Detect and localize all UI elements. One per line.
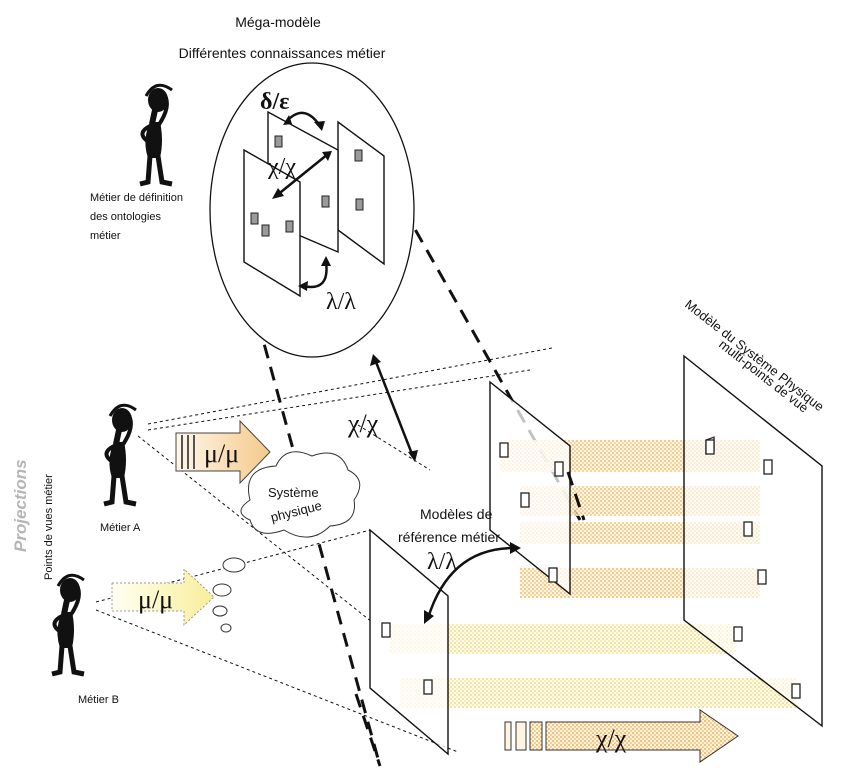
diagram-subtitle: Différentes connaissances métier — [179, 45, 386, 61]
chi-arrow-bottom — [504, 709, 739, 763]
ref-lower-marker-2 — [423, 679, 433, 695]
ref-upper-marker-1 — [499, 442, 509, 458]
label-delta-epsilon: δ/ε — [260, 89, 289, 115]
label-chi-bottom: χ/χ — [595, 724, 627, 753]
person-a-label: Métier A — [100, 522, 141, 534]
person-b — [52, 575, 84, 674]
reference-model-panel-lower — [369, 528, 449, 756]
reference-models-label-line2: référence métier — [398, 529, 500, 545]
reference-models-label: Modèles de référence métier — [398, 506, 500, 545]
system-marker-4 — [757, 569, 767, 585]
ref-lower-marker-1 — [381, 622, 391, 638]
diagram-title: Méga-modèle — [235, 14, 321, 30]
lambda-arrow-mid — [424, 542, 521, 624]
ref-upper-marker-2 — [554, 461, 564, 477]
system-marker-0 — [705, 439, 715, 455]
label-mu-a: μ/μ — [204, 439, 239, 468]
person-top-label-line3: métier — [90, 230, 121, 242]
points-de-vues-label: Points de vues métier — [43, 474, 55, 580]
cloud-label-line1: Système — [268, 485, 319, 500]
mega-model-arrows — [272, 111, 332, 291]
mu-arrow-b — [111, 567, 215, 627]
cone-lines-front — [354, 471, 586, 767]
person-top-label-line1: Métier de définition — [90, 192, 183, 204]
label-lambda-mid: λ/λ — [427, 549, 457, 575]
mu-arrow-a — [175, 419, 271, 485]
person-b-label: Métier B — [78, 694, 119, 706]
person-top-label-line2: des ontologies — [90, 211, 161, 223]
physical-system-cloud — [212, 451, 361, 633]
label-chi-top: χ/χ — [267, 154, 296, 180]
label-mu-b: μ/μ — [138, 585, 173, 614]
system-marker-5 — [733, 626, 743, 642]
reference-model-panel-upper — [489, 380, 571, 596]
system-model-panel — [683, 354, 823, 728]
system-marker-6 — [791, 683, 801, 699]
projections-label: Projections — [11, 459, 30, 552]
ref-upper-marker-3 — [520, 492, 530, 508]
person-a — [104, 405, 136, 504]
cloud-label: Système — [268, 485, 319, 500]
person-top-label: Métier de définition des ontologies méti… — [90, 192, 186, 242]
label-chi-mid: χ/χ — [347, 409, 379, 438]
chi-arrow-mid — [370, 354, 418, 462]
person-top — [140, 85, 172, 184]
system-marker-3 — [743, 521, 753, 537]
reference-models-label-line1: Modèles de — [420, 506, 493, 522]
system-marker-2 — [763, 459, 773, 475]
ref-upper-marker-4 — [548, 567, 558, 583]
knowledge-planes — [243, 110, 385, 298]
label-lambda-top: λ/λ — [326, 289, 356, 315]
